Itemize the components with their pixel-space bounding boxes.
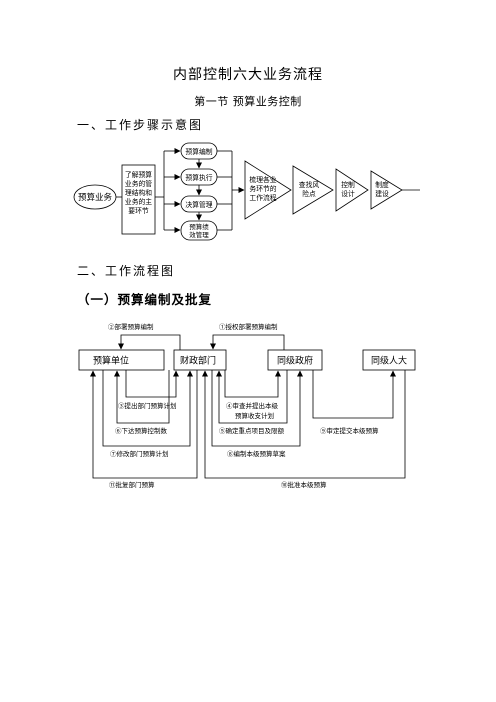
system-line-1: 制度 [375, 180, 389, 189]
sub1-heading: （一）预算编制及批复 [77, 292, 213, 307]
control-triangle [335, 168, 369, 212]
risk-triangle [292, 165, 334, 215]
step-4b-label: 预算收支计划 [235, 411, 274, 420]
node-label-gov: 同级政府 [277, 355, 313, 367]
document-title: 内部控制六大业务流程 [173, 67, 323, 83]
understand-line-1: 了解预算 [125, 170, 152, 179]
step-6-label: ⑥下达预算控制数 [115, 426, 168, 435]
step-9-label: ⑨审定提交本级预算 [320, 426, 379, 435]
understand-line-5: 要环节 [128, 207, 149, 215]
section1-heading: 一、工作步骤示意图 [77, 118, 204, 132]
section-subtitle: 第一节 预算业务控制 [194, 95, 302, 108]
risk-line-2: 险点 [302, 189, 316, 198]
node-congress [362, 349, 416, 371]
step-10-label: ⑩批准本级预算 [281, 480, 327, 489]
control-line-1: 控制 [341, 180, 355, 189]
system-line-2: 建设 [375, 189, 389, 198]
stage-label-final: 决算管理 [185, 200, 212, 209]
section2-heading: 二、工作流程图 [77, 264, 176, 278]
step-11-label: ⑪批复部门预算 [109, 480, 155, 489]
stage-performance [180, 220, 218, 241]
stage-label-compile: 预算编制 [185, 147, 212, 156]
step-7-label: ⑦修改部门预算计划 [110, 449, 169, 458]
comb-line-3: 工作流程 [249, 193, 276, 202]
node-label-budget-unit: 预算单位 [93, 355, 129, 367]
step-5-label: ⑤确定重点项目及限额 [219, 426, 285, 435]
step-8-label: ⑧编制本级预算草案 [227, 449, 286, 458]
comb-line-2: 务环节的 [249, 184, 276, 193]
comb-line-1: 梳理各业 [249, 175, 276, 184]
node-gov [267, 349, 323, 371]
step-2-label: ②部署预算编制 [108, 322, 154, 331]
stage-label-perf-2: 效管理 [189, 230, 209, 239]
understand-line-3: 理结构和 [125, 188, 152, 197]
step-4a-label: ④审查并提出本级 [226, 401, 279, 410]
node-label-finance: 财政部门 [180, 355, 216, 367]
risk-line-1: 查找风 [299, 180, 320, 189]
flow-chart [78, 334, 416, 479]
understand-box [121, 164, 156, 235]
understand-line-4: 业务的主 [125, 197, 152, 206]
step-3-label: ③提出部门预算计划 [118, 401, 177, 410]
step-1-label: ①授权部署预算编制 [219, 322, 278, 331]
node-label-congress: 同级人大 [371, 355, 407, 367]
step-diagram [73, 142, 420, 241]
node-budget-unit [78, 349, 165, 371]
stage-label-perf-1: 预算绩 [189, 222, 209, 231]
comb-triangle [244, 160, 292, 220]
understand-line-2: 业务的管 [125, 179, 152, 188]
stage-label-execute: 预算执行 [185, 173, 212, 182]
control-line-2: 设计 [341, 189, 355, 198]
start-label: 预算业务 [78, 192, 113, 203]
node-finance-dept [173, 349, 227, 371]
system-triangle [370, 170, 403, 210]
